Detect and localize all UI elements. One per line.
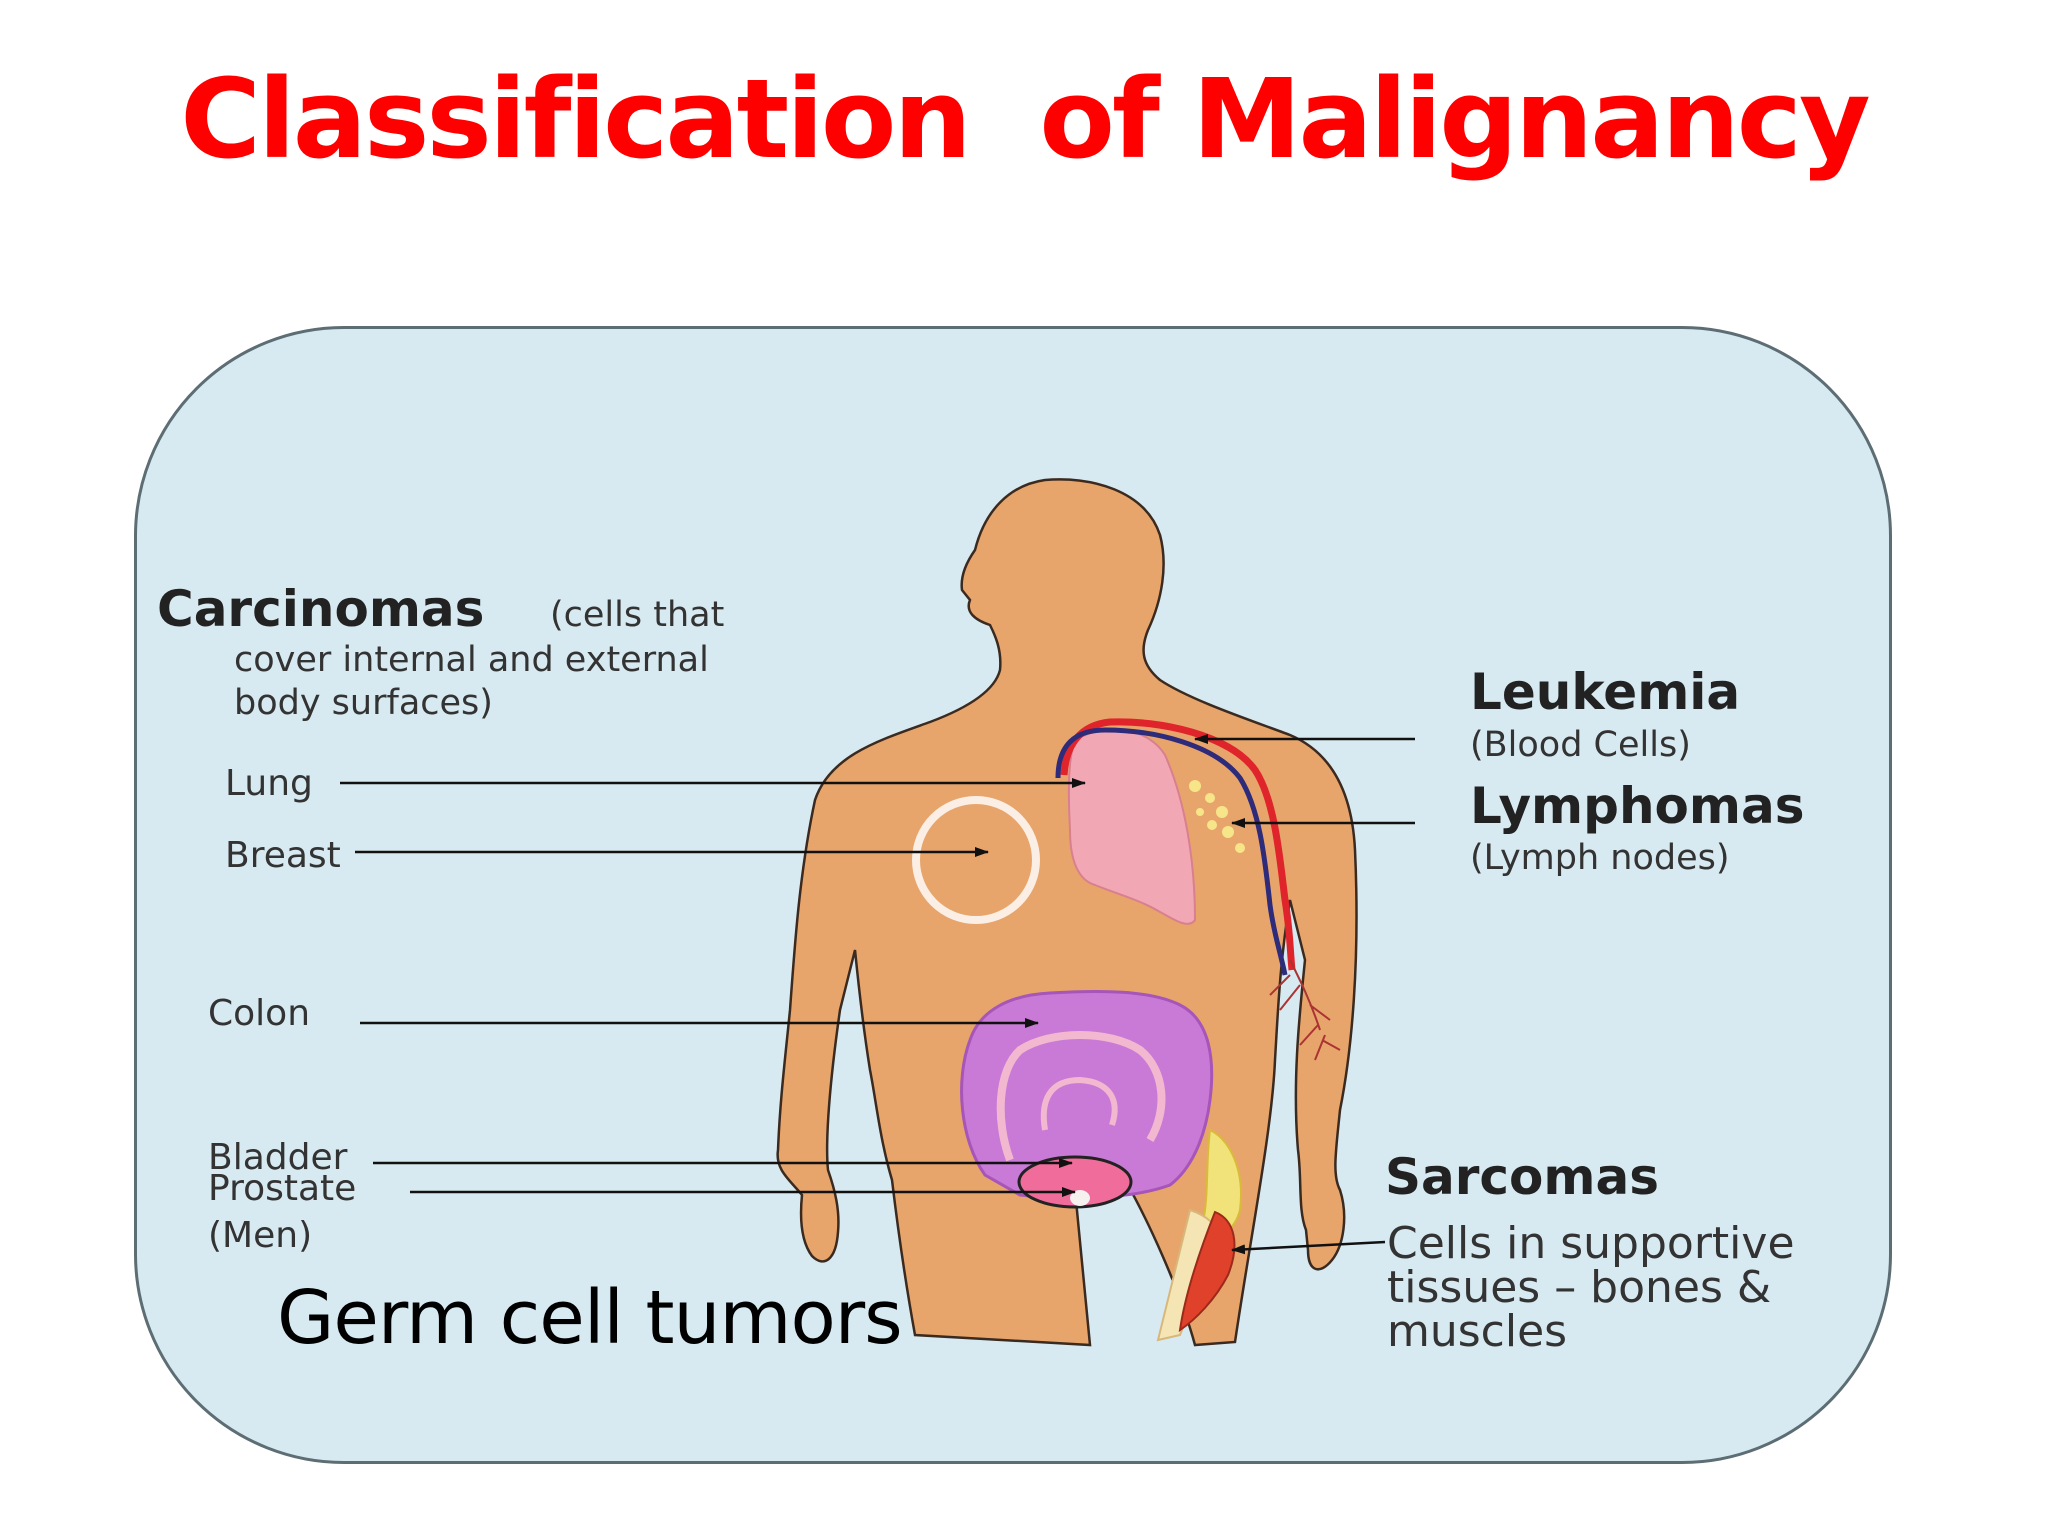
- thigh-muscle: [1178, 1210, 1236, 1333]
- leukemia-desc: (Blood Cells): [1470, 725, 1691, 765]
- bladder-shape: [1017, 1155, 1133, 1209]
- pointer-lines: [340, 734, 1415, 1255]
- sarcomas-desc-2: tissues – bones &: [1387, 1262, 1772, 1313]
- blood-vessel-red: [1060, 718, 1296, 971]
- body-silhouette: [776, 478, 1358, 1347]
- sarcomas-heading: Sarcomas: [1385, 1148, 1659, 1206]
- label-bladder: Bladder: [208, 1137, 348, 1178]
- capillaries: [1269, 959, 1341, 1061]
- lung-shape: [1067, 728, 1197, 925]
- lymph-nodes: [1189, 780, 1245, 853]
- label-prostate: Prostate: [208, 1168, 357, 1209]
- carcinomas-desc-2: cover internal and external: [234, 640, 709, 680]
- lymphomas-desc: (Lymph nodes): [1470, 838, 1730, 878]
- sarcoma-pointer: [1231, 1240, 1386, 1255]
- colon-shape: [960, 989, 1214, 1200]
- carcinomas-desc-1: (cells that: [550, 595, 725, 635]
- sarcomas-desc-3: muscles: [1387, 1306, 1568, 1357]
- lymphomas-heading: Lymphomas: [1470, 777, 1805, 835]
- carcinomas-heading: Carcinomas: [157, 580, 485, 638]
- blood-vessel-blue: [1055, 727, 1288, 976]
- label-colon: Colon: [208, 993, 311, 1034]
- slide-title: Classification of Malignancy: [180, 55, 1870, 183]
- breast-circle: [912, 796, 1040, 924]
- sarcomas-desc-1: Cells in supportive: [1387, 1218, 1795, 1269]
- label-men: (Men): [208, 1215, 313, 1256]
- carcinomas-desc-3: body surfaces): [234, 683, 493, 723]
- label-lung: Lung: [225, 763, 313, 804]
- label-breast: Breast: [225, 835, 341, 876]
- germ-cell-label: Germ cell tumors: [277, 1275, 903, 1361]
- leukemia-heading: Leukemia: [1470, 663, 1741, 721]
